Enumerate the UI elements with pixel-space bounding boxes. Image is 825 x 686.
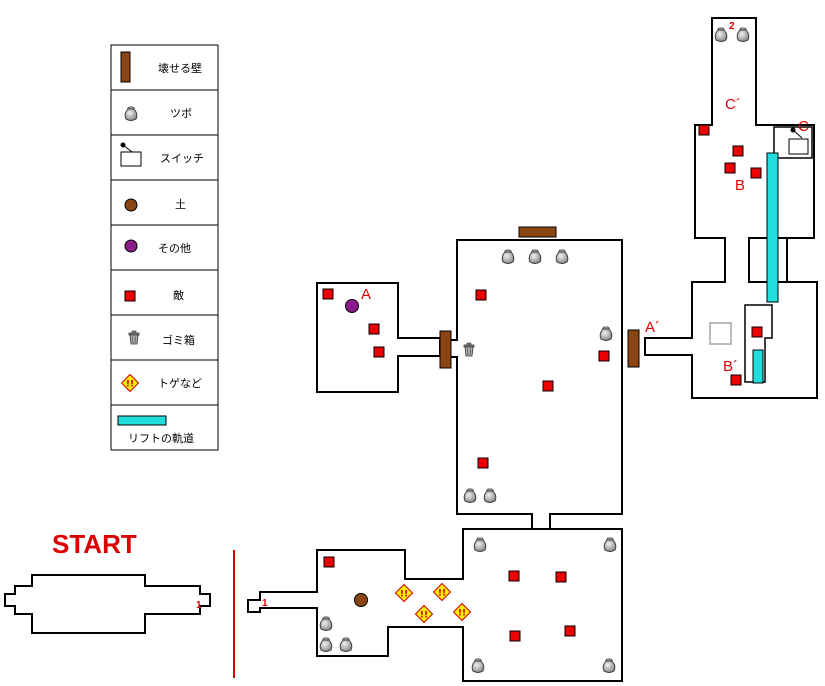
trash-can-icon [128, 330, 140, 345]
marker-a: A [361, 286, 371, 303]
legend-row-trap: トゲなど [121, 374, 202, 392]
legend-label: スイッチ [160, 152, 204, 165]
breakable-wall-left[interactable] [439, 330, 452, 369]
legend-label: その他 [158, 242, 191, 255]
legend-row-lift: リフトの軌道 [117, 415, 194, 445]
legend-row-enemy: 敵 [124, 289, 184, 302]
other-icon [124, 239, 138, 253]
breakable-wall-top[interactable] [518, 226, 557, 238]
soil-icon [124, 198, 138, 212]
legend-row-other: その他 [124, 239, 191, 255]
enemy-icon [323, 556, 335, 568]
enemy-icon [555, 571, 567, 583]
legend-label: 土 [175, 198, 186, 211]
enemy-icon [322, 288, 334, 300]
marker-b: B [735, 177, 745, 194]
soil-icon[interactable] [354, 593, 368, 607]
enemy-icon [508, 570, 520, 582]
enemy-icon [724, 162, 736, 174]
enemy-icon [475, 289, 487, 301]
enemy-icon [509, 630, 521, 642]
marker-c-prime: C´ [725, 96, 741, 113]
breakable-wall-icon [120, 51, 131, 83]
marker-2: 2 [729, 21, 735, 32]
enemy-icon [542, 380, 554, 392]
central-room [449, 239, 623, 530]
right-tower [644, 17, 818, 399]
marker-c: C [798, 118, 809, 135]
legend-label: 壊せる壁 [158, 61, 202, 75]
legend-label: リフトの軌道 [128, 431, 194, 445]
legend-row-trash: ゴミ箱 [128, 330, 195, 347]
enemy-icon [750, 167, 762, 179]
start-room [4, 574, 211, 634]
enemy-icon [368, 323, 380, 335]
lift-platform [709, 322, 732, 345]
marker-1-start: 1 [196, 600, 202, 611]
marker-b-prime: B´ [723, 358, 738, 375]
lift-track-icon [117, 415, 167, 426]
legend-row-pot: ツボ [124, 106, 192, 121]
enemy-icon [751, 326, 763, 338]
marker-1-entry: 1 [262, 598, 268, 609]
tower-alcove [744, 304, 773, 383]
trash-can-icon[interactable] [463, 342, 475, 357]
switch-icon[interactable] [788, 127, 809, 155]
legend-row-breakable-wall: 壊せる壁 [120, 51, 202, 83]
enemy-icon [598, 350, 610, 362]
marker-a-prime: A´ [645, 319, 660, 336]
start-label: START [52, 529, 137, 559]
breakable-wall-right[interactable] [627, 329, 640, 368]
legend-row-soil: 土 [124, 198, 186, 212]
enemy-icon [564, 625, 576, 637]
room-a [316, 282, 441, 393]
enemy-icon [477, 457, 489, 469]
other-icon[interactable] [345, 299, 359, 313]
enemy-icon [124, 290, 136, 302]
enemy-icon [732, 145, 744, 157]
lift-track-long [766, 152, 779, 303]
bottom-room [247, 513, 623, 682]
legend-row-switch: スイッチ [120, 142, 204, 167]
enemy-icon [730, 374, 742, 386]
legend-label: ツボ [170, 107, 192, 120]
switch-icon [120, 142, 142, 167]
legend-label: 敵 [173, 289, 184, 302]
legend: 壊せる壁 ツボ スイッチ 土 その他 敵 ゴミ箱 [110, 44, 219, 451]
enemy-icon [698, 124, 710, 136]
enemy-icon [373, 346, 385, 358]
lift-track-short [752, 349, 764, 384]
legend-label: ゴミ箱 [162, 333, 195, 347]
legend-label: トゲなど [158, 377, 202, 390]
